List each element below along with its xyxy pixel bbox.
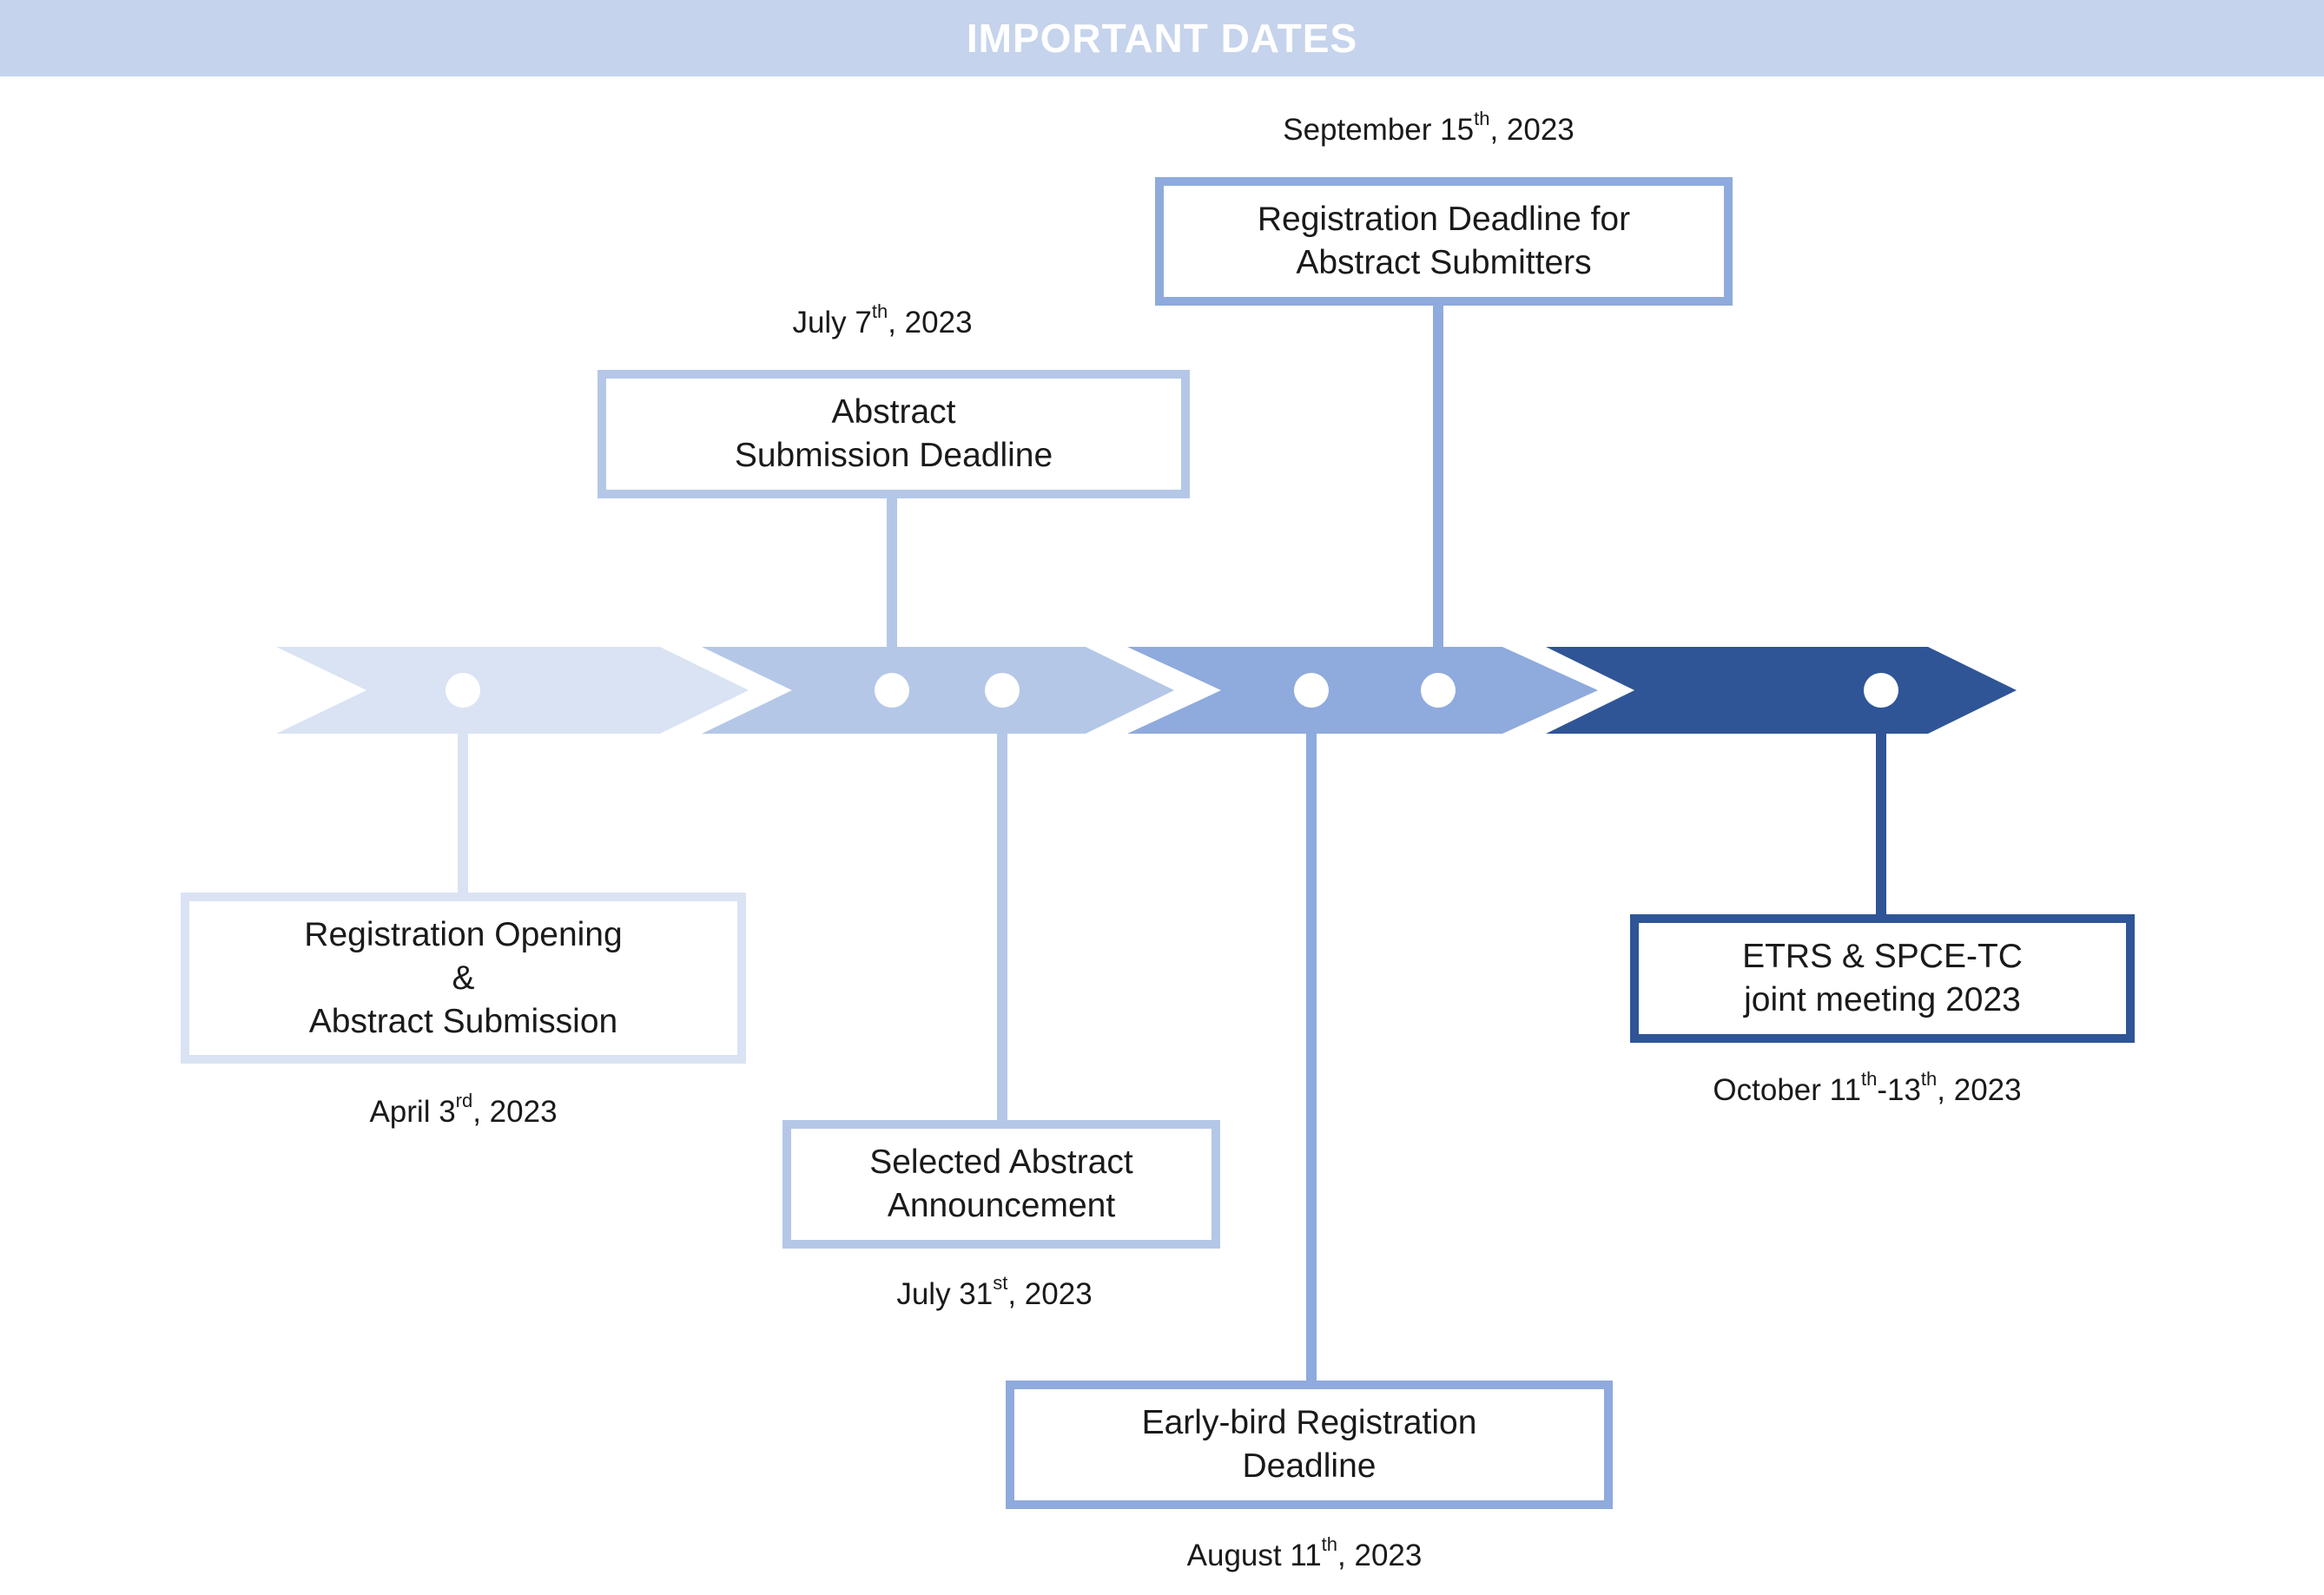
event-box-selected-abstract: Selected Abstract Announcement — [782, 1120, 1220, 1249]
event-date-registration-deadline-abstract: September 15th, 2023 — [1283, 108, 1575, 147]
header-bar — [0, 0, 2324, 76]
marker-abstract-deadline — [875, 673, 909, 708]
event-date-selected-abstract: July 31st, 2023 — [896, 1272, 1093, 1311]
event-label: Selected Abstract Announcement — [869, 1144, 1133, 1224]
event-label: Registration Deadline for Abstract Submi… — [1257, 201, 1631, 281]
timeline-arrow-phase-3 — [1127, 647, 1598, 734]
event-label: ETRS & SPCE-TC joint meeting 2023 — [1742, 938, 2023, 1018]
event-label: Abstract Submission Deadline — [734, 393, 1053, 474]
timeline-arrow-phase-4 — [1546, 647, 2017, 734]
event-label: Registration Opening & Abstract Submissi… — [304, 915, 623, 1040]
timeline-arrow-phase-1 — [276, 647, 749, 734]
marker-registration-deadline-abstract — [1421, 673, 1456, 708]
event-date-early-bird: August 11th, 2023 — [1186, 1533, 1423, 1572]
event-box-abstract-deadline: Abstract Submission Deadline — [598, 370, 1190, 498]
event-box-joint-meeting: ETRS & SPCE-TC joint meeting 2023 — [1630, 914, 2135, 1043]
event-box-registration-opening: Registration Opening & Abstract Submissi… — [181, 893, 746, 1064]
event-box-registration-deadline-abstract: Registration Deadline for Abstract Submi… — [1155, 177, 1733, 306]
marker-selected-abstract — [985, 673, 1020, 708]
page-title: IMPORTANT DATES — [966, 16, 1358, 61]
marker-registration-opening — [446, 673, 480, 708]
marker-joint-meeting — [1864, 673, 1898, 708]
event-date-abstract-deadline: July 7th, 2023 — [792, 300, 973, 339]
event-box-early-bird: Early-bird Registration Deadline — [1006, 1381, 1613, 1509]
event-date-registration-opening: April 3rd, 2023 — [369, 1090, 558, 1129]
timeline-arrow-phase-2 — [702, 647, 1174, 734]
event-label: Early-bird Registration Deadline — [1141, 1404, 1477, 1485]
event-date-joint-meeting: October 11th-13th, 2023 — [1713, 1068, 2022, 1107]
marker-early-bird — [1294, 673, 1329, 708]
